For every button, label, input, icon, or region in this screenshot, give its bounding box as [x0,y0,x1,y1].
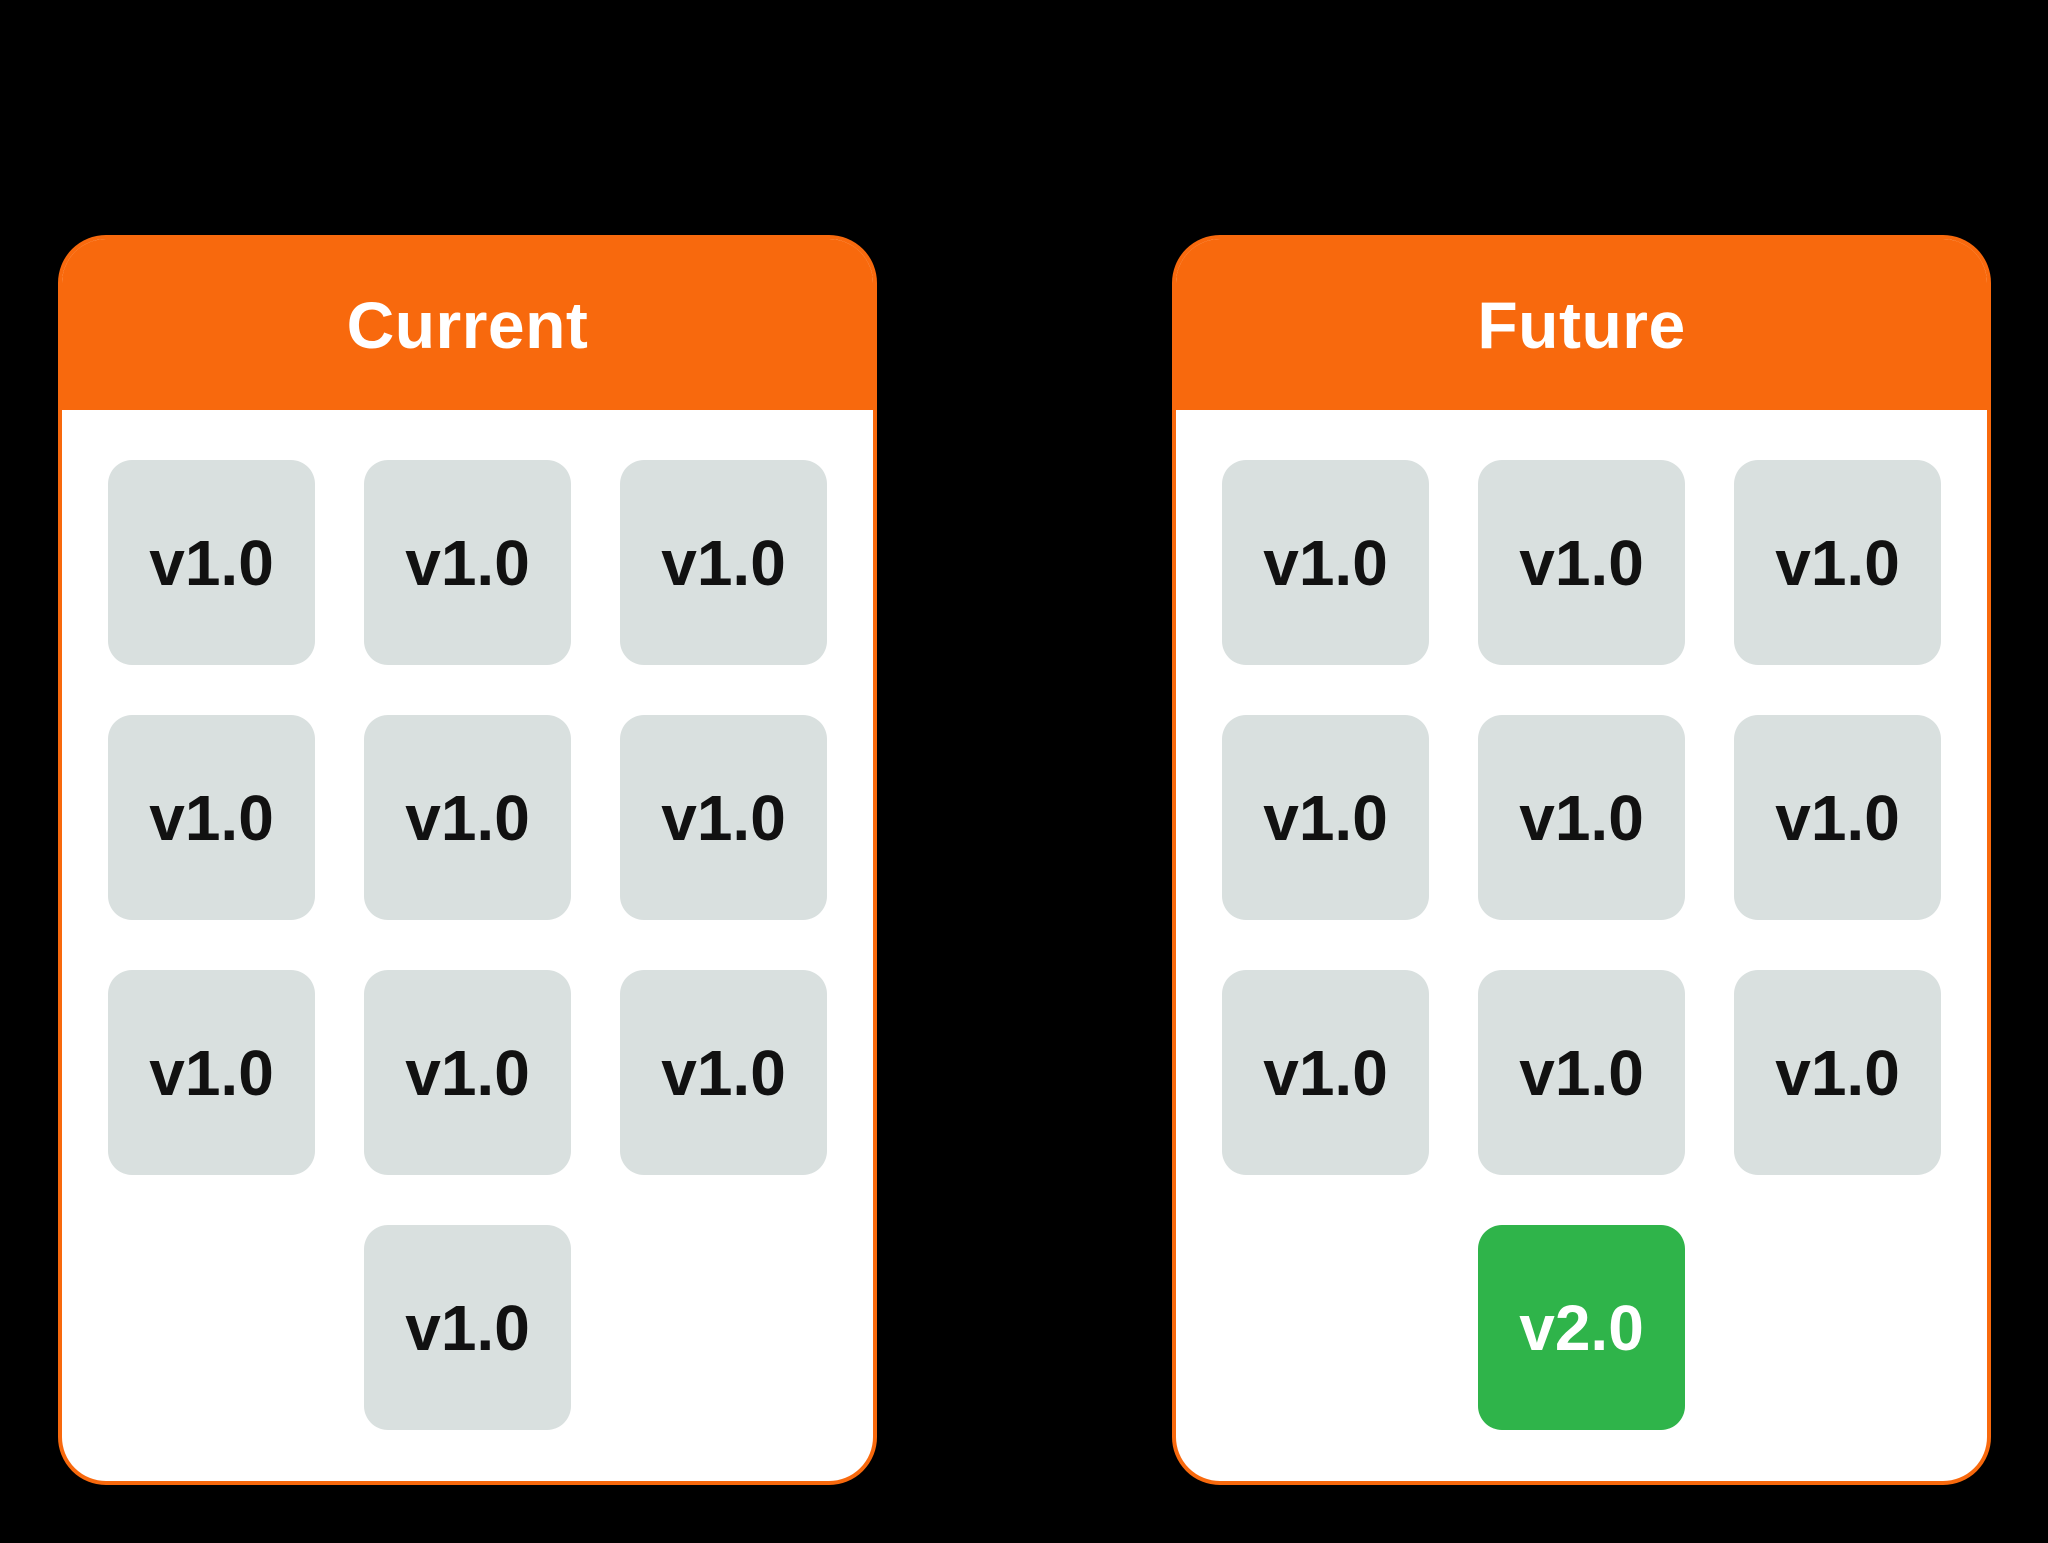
version-cell: v1.0 [364,460,571,665]
version-cell: v1.0 [1478,460,1685,665]
version-cell: v1.0 [1478,970,1685,1175]
version-cell: v1.0 [620,970,827,1175]
version-cell: v1.0 [364,715,571,920]
future-panel-header: Future [1176,239,1987,410]
version-cell: v1.0 [1222,970,1429,1175]
version-cell: v1.0 [364,970,571,1175]
current-panel-grid: v1.0 v1.0 v1.0 v1.0 v1.0 v1.0 v1.0 v1.0 … [62,410,873,1430]
version-cell: v1.0 [108,460,315,665]
version-cell: v1.0 [1478,715,1685,920]
future-panel-title: Future [1477,287,1686,362]
current-panel: Current v1.0 v1.0 v1.0 v1.0 v1.0 v1.0 v1… [58,235,877,1485]
version-cell: v1.0 [1734,970,1941,1175]
version-cell: v1.0 [1222,460,1429,665]
version-cell-bottom: v1.0 [364,1225,571,1430]
future-panel-grid: v1.0 v1.0 v1.0 v1.0 v1.0 v1.0 v1.0 v1.0 … [1176,410,1987,1430]
current-panel-header: Current [62,239,873,410]
version-cell: v1.0 [620,460,827,665]
current-panel-title: Current [346,287,589,362]
version-cell: v1.0 [1734,460,1941,665]
version-cell: v1.0 [620,715,827,920]
future-panel: Future v1.0 v1.0 v1.0 v1.0 v1.0 v1.0 v1.… [1172,235,1991,1485]
version-cell: v1.0 [108,715,315,920]
version-cell: v1.0 [1734,715,1941,920]
upgraded-version-cell: v2.0 [1478,1225,1685,1430]
version-cell: v1.0 [1222,715,1429,920]
version-cell: v1.0 [108,970,315,1175]
